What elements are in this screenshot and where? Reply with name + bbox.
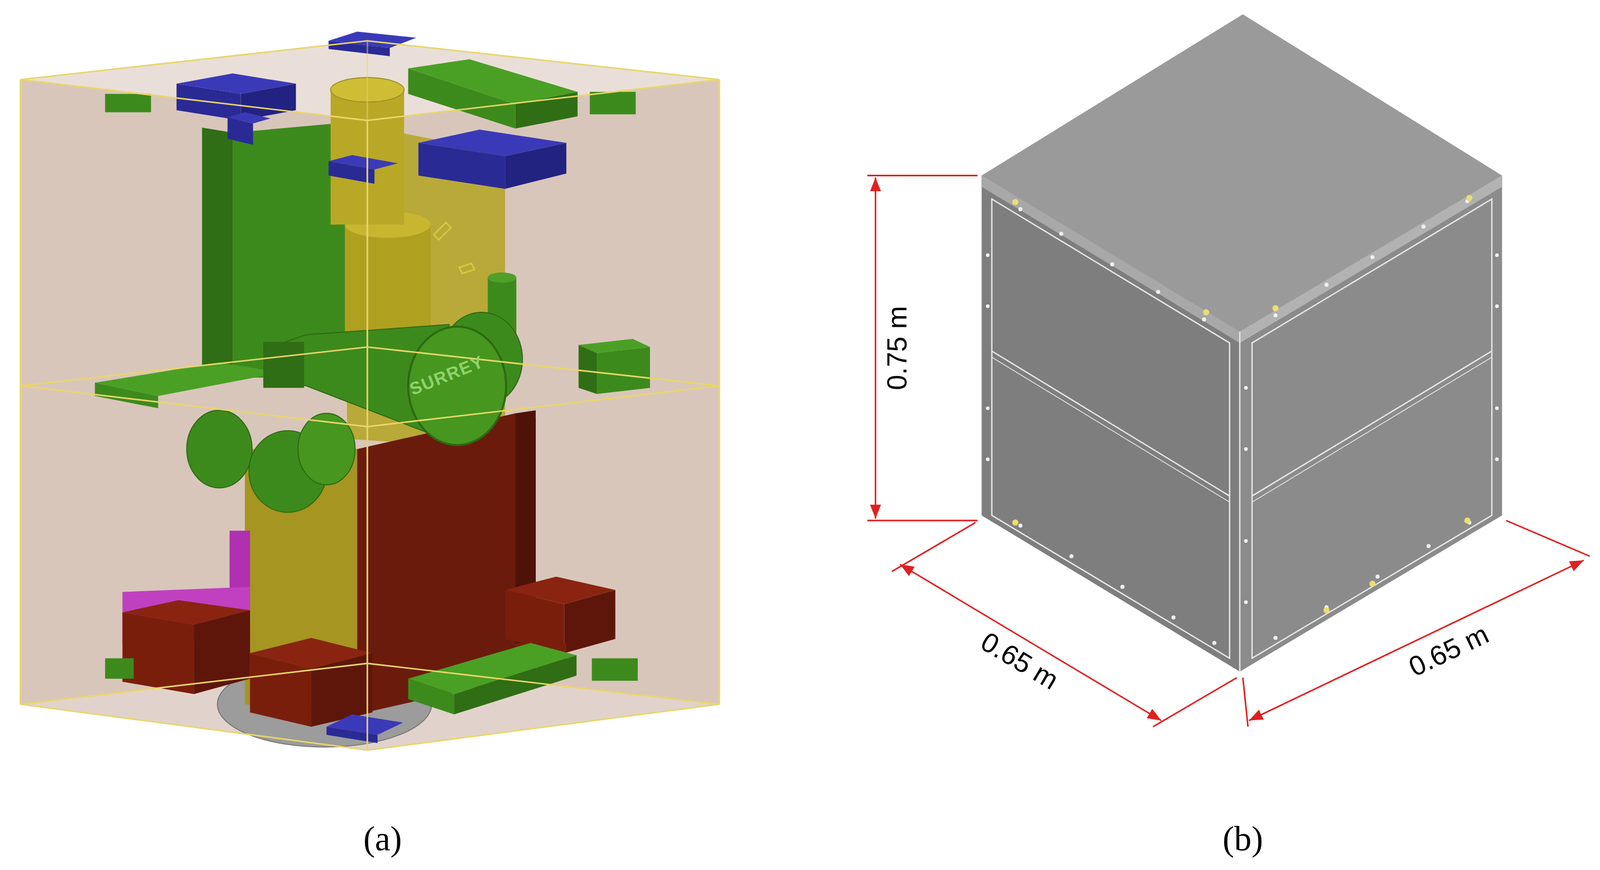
camera xyxy=(186,312,523,513)
dimension-label: 0.65 m xyxy=(976,627,1063,695)
equipment-box xyxy=(95,58,650,715)
dimension-label: 0.65 m xyxy=(1405,620,1494,682)
structure-box xyxy=(20,40,720,750)
equipment-box xyxy=(122,576,616,727)
dimension-label: 0.75 m xyxy=(884,305,912,391)
panel-label: (b) xyxy=(1222,821,1263,857)
cube xyxy=(981,14,1503,672)
panel xyxy=(201,127,233,378)
equipment-box xyxy=(176,31,567,743)
panel-label: (a) xyxy=(363,821,402,857)
dimension-lines xyxy=(867,175,1590,727)
structure-edges xyxy=(20,40,720,750)
